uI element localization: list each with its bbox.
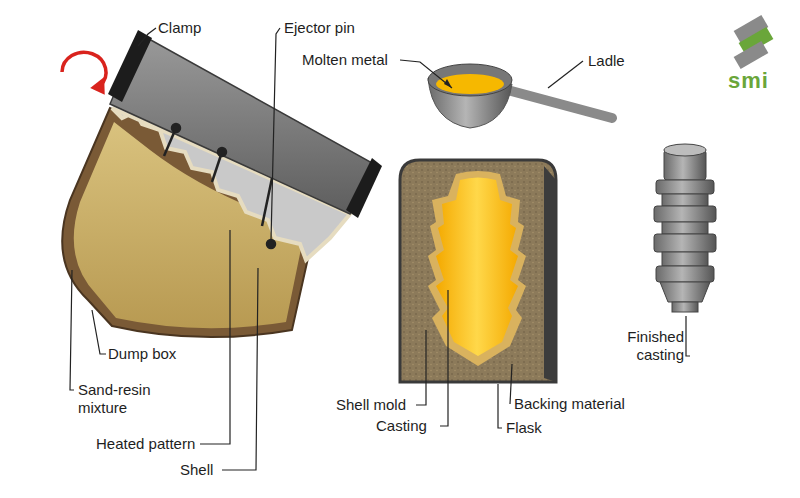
leader-arrowhead [444,79,452,88]
part-label: Shell mold [336,396,426,414]
part-label: Heated pattern [96,435,216,453]
casting-top [664,144,706,156]
leader-lines [70,28,690,470]
arrow-head [90,74,111,95]
part-label: Flask [506,419,566,437]
part-label: Clamp [158,19,238,37]
part-label: Backing material [514,395,654,413]
part-label: Molten metal [302,51,412,69]
part-label: Ejector pin [284,19,394,37]
part-label: Sand-resin mixture [78,381,170,417]
flask [400,160,556,382]
shell-mold [428,171,526,366]
part-label: Casting [376,417,446,435]
ladle-rim [428,64,512,96]
watermark: smi [728,70,788,92]
part-label: Shell [180,461,240,479]
clamp-bar [108,30,152,102]
clamp-bar [346,158,382,218]
ejector-pins [164,124,275,248]
ladle-handle [500,88,612,118]
logo-mark [734,15,774,69]
flask-wall [544,166,556,382]
part-label: Finished casting [612,328,684,364]
part-label: Dump box [108,345,198,363]
finished-casting [654,150,716,312]
part-label: Ladle [588,52,648,70]
molten-metal [436,74,504,94]
